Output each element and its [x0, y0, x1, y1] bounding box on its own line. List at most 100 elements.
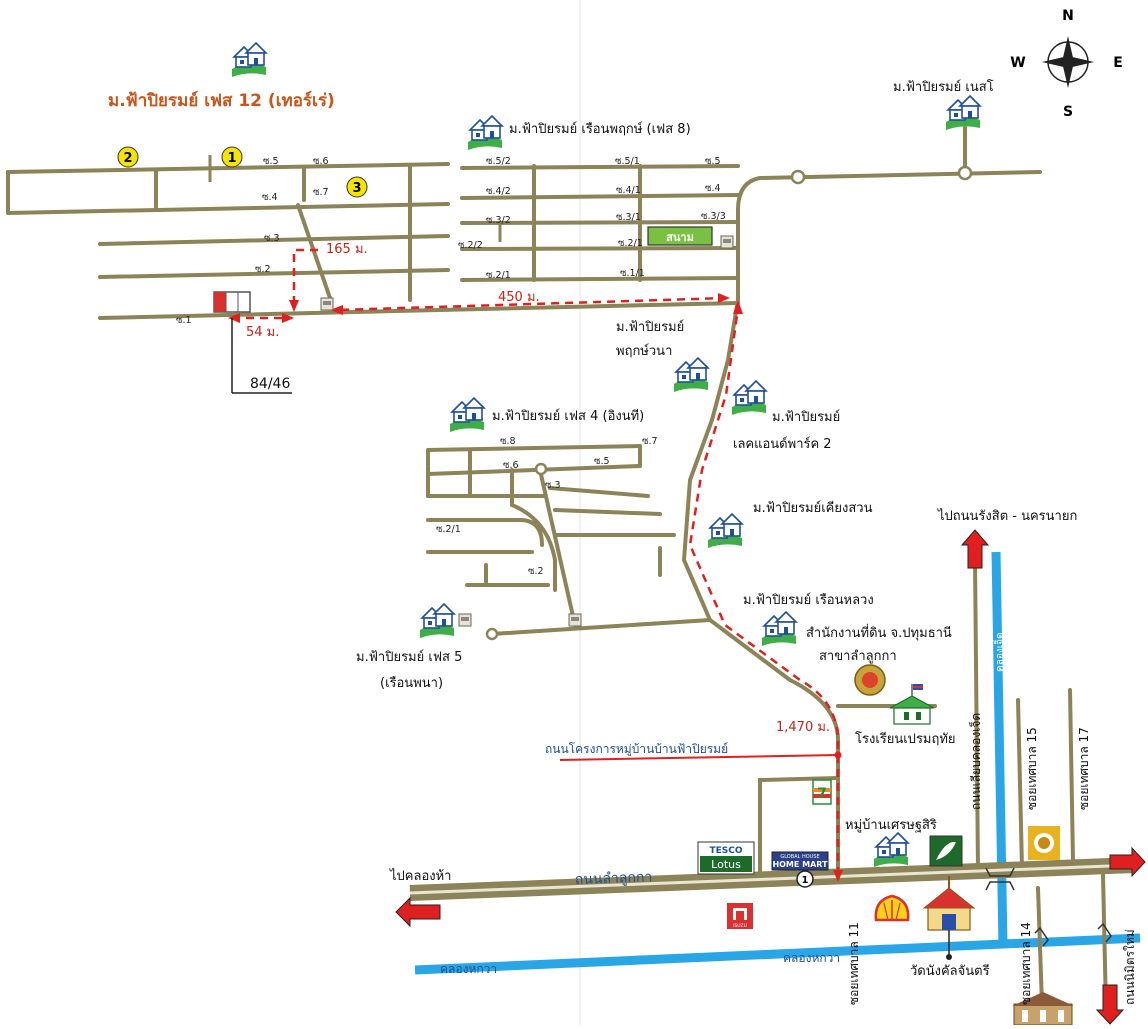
school-label: โรงเรียนเปรมฤทัย [855, 731, 956, 747]
compass-north: N [1062, 8, 1074, 24]
soi-label: ซ.5 [594, 456, 610, 467]
house-icon-kiangsuan [707, 513, 743, 549]
village-lakeland-label: ม.ฟ้าปิยรมย์ [772, 409, 840, 425]
soi-label: ซ.7 [313, 187, 329, 198]
compass-west: W [1010, 55, 1025, 71]
canal-hok-wa [414, 933, 1141, 975]
school-icon [889, 684, 935, 725]
distance-labels: 165 ม. 450 ม. 54 ม. 1,470 ม. [246, 242, 830, 735]
municipal-building-icon [1012, 992, 1074, 1026]
temple-icon [922, 876, 976, 960]
to-khlong-ha-label: ไปคลองห้า [389, 868, 451, 884]
project-road-label: ถนนโครงการหมู่บ้านบ้านฟ้าปิยรมย์ [545, 742, 728, 757]
arrow-to-khlong-ha [395, 896, 441, 928]
soi-label: ซ.3/2 [486, 215, 511, 226]
gate-phase4 [568, 613, 582, 627]
soi-label: ซ.3/3 [701, 211, 726, 222]
arrow-east [1109, 846, 1146, 878]
lot-84-46 [213, 291, 292, 394]
compass-south: S [1063, 104, 1073, 120]
route-path [232, 248, 840, 875]
soi-label: ซ.1/1 [620, 268, 645, 279]
project-road-line [559, 754, 839, 761]
lamlukka-road-label: ถนนลำลูกกา [575, 869, 653, 888]
house-icon-phase12 [231, 42, 267, 78]
route-number: 1 [802, 875, 809, 886]
sports-field-label: สนาม [666, 231, 694, 244]
map-title: ม.ฟ้าปิยรมย์ เฟส 12 (เทอร์เร่) [108, 90, 335, 111]
soi-17-label: ซอยเทศบาล 17 [1077, 727, 1091, 810]
canal-hok-wa-label-2: คลองหกวา [783, 951, 840, 965]
canal-hok-wa-label-1: คลองหกวา [440, 962, 497, 976]
soi-label: ซ.6 [313, 156, 329, 167]
house-icon-phase4 [449, 397, 485, 433]
compass-rose: N S E W [1010, 8, 1123, 120]
canal-jed-label: คลองเจ็ด [992, 633, 1006, 672]
soi-label: ซ.3 [545, 480, 561, 491]
soi-label: ซ.3/1 [616, 212, 641, 223]
village-lakeland-label-2: เลคแอนด์พาร์ค 2 [733, 436, 832, 452]
bank-logo-green [929, 835, 963, 867]
village-labels: ม.ฟ้าปิยรมย์ เนสโ ม.ฟ้าปิยรมย์ เรือนพฤกษ… [356, 79, 994, 833]
village-phase8-label: ม.ฟ้าปิยรมย์ เรือนพฤกษ์ (เฟส 8) [509, 121, 691, 137]
canal-jed [991, 551, 1008, 947]
home-mart-logo: GLOBAL HOUSE HOME MART [771, 851, 829, 871]
roundabouts [485, 165, 973, 641]
soi-11-label: ซอยเทศบาล 11 [847, 922, 861, 1005]
isuzu-logo: ISUZU [727, 903, 753, 929]
gate-phase12 [320, 297, 334, 311]
land-office-label: สำนักงานที่ดิน จ.ปทุมธานี [806, 624, 952, 641]
distance-54: 54 ม. [246, 325, 279, 340]
soi-label: ซ.4 [705, 183, 721, 194]
house-icon-ruenluang [761, 611, 797, 647]
soi-labels-phase8: ซ.5/2 ซ.5/1 ซ.5 ซ.4/2 ซ.4/1 ซ.4 ซ.3/2 ซ.… [458, 156, 726, 281]
soi-label: ซ.7 [642, 436, 658, 447]
land-office-seal [854, 664, 886, 696]
road-jed-label: ถนนเลียบคลองเจ็ด [968, 713, 983, 810]
soi-label: ซ.4 [262, 192, 278, 203]
soi-label: ซ.4/1 [616, 185, 641, 196]
village-setthasiri-label: หมู่บ้านเศรษฐสิริ [845, 818, 937, 833]
compass-east: E [1113, 55, 1123, 71]
soi-label: ซ.2/1 [436, 524, 461, 535]
distance-450: 450 ม. [498, 290, 540, 305]
tesco-text: TESCO [709, 846, 742, 856]
shell-logo [874, 894, 910, 922]
soi-label: ซ.2/1 [618, 238, 643, 249]
direction-arrows [395, 529, 1146, 1025]
soi-14-label: ซอยเทศบาล 14 [1019, 922, 1033, 1005]
sports-field [647, 226, 713, 246]
gate-phase5 [458, 613, 472, 627]
arrow-south [1095, 984, 1125, 1025]
distance-1470: 1,470 ม. [776, 720, 830, 735]
village-kiangsuan-label: ม.ฟ้าปิยรมย์เคียงสวน [753, 500, 873, 516]
soi-label: ซ.3 [264, 233, 280, 244]
soi-label: ซ.2/1 [486, 270, 511, 281]
village-phase4-label: ม.ฟ้าปิยรมย์ เฟส 4 (อิงนที) [492, 408, 644, 424]
house-icon-nesli [945, 95, 981, 131]
soi-15-label: ซอยเทศบาล 15 [1025, 727, 1039, 810]
soi-label: ซ.2 [255, 264, 271, 275]
isuzu-text: ISUZU [733, 923, 747, 929]
route-number-marker: 1 [796, 870, 814, 888]
arrow-to-rangsit [960, 529, 990, 569]
numbered-markers: 1 2 3 [117, 146, 368, 198]
canals [414, 551, 1141, 975]
village-pruekwana-label-2: พฤกษ์วนา [616, 343, 672, 359]
soi-label: ซ.6 [503, 460, 519, 471]
seven-eleven-logo: 7 [812, 779, 832, 805]
marker-3: 3 [352, 181, 361, 196]
soi-label: ซ.1 [176, 315, 192, 326]
marker-2: 2 [123, 151, 132, 166]
distance-165: 165 ม. [326, 242, 368, 257]
project-road-dot [834, 751, 842, 759]
house-icon-lakeland [731, 380, 767, 416]
soi-labels-phase4: ซ.8 ซ.7 ซ.6 ซ.5 ซ.3 ซ.2/1 ซ.2 [436, 436, 658, 577]
village-nesli-label: ม.ฟ้าปิยรมย์ เนสโ [893, 79, 994, 95]
to-rangsit-label: ไปถนนรังสิต - นครนายก [937, 508, 1077, 524]
roads [6, 126, 1108, 1012]
house-icon-phase5 [419, 603, 455, 639]
soi-label: ซ.5 [263, 156, 279, 167]
